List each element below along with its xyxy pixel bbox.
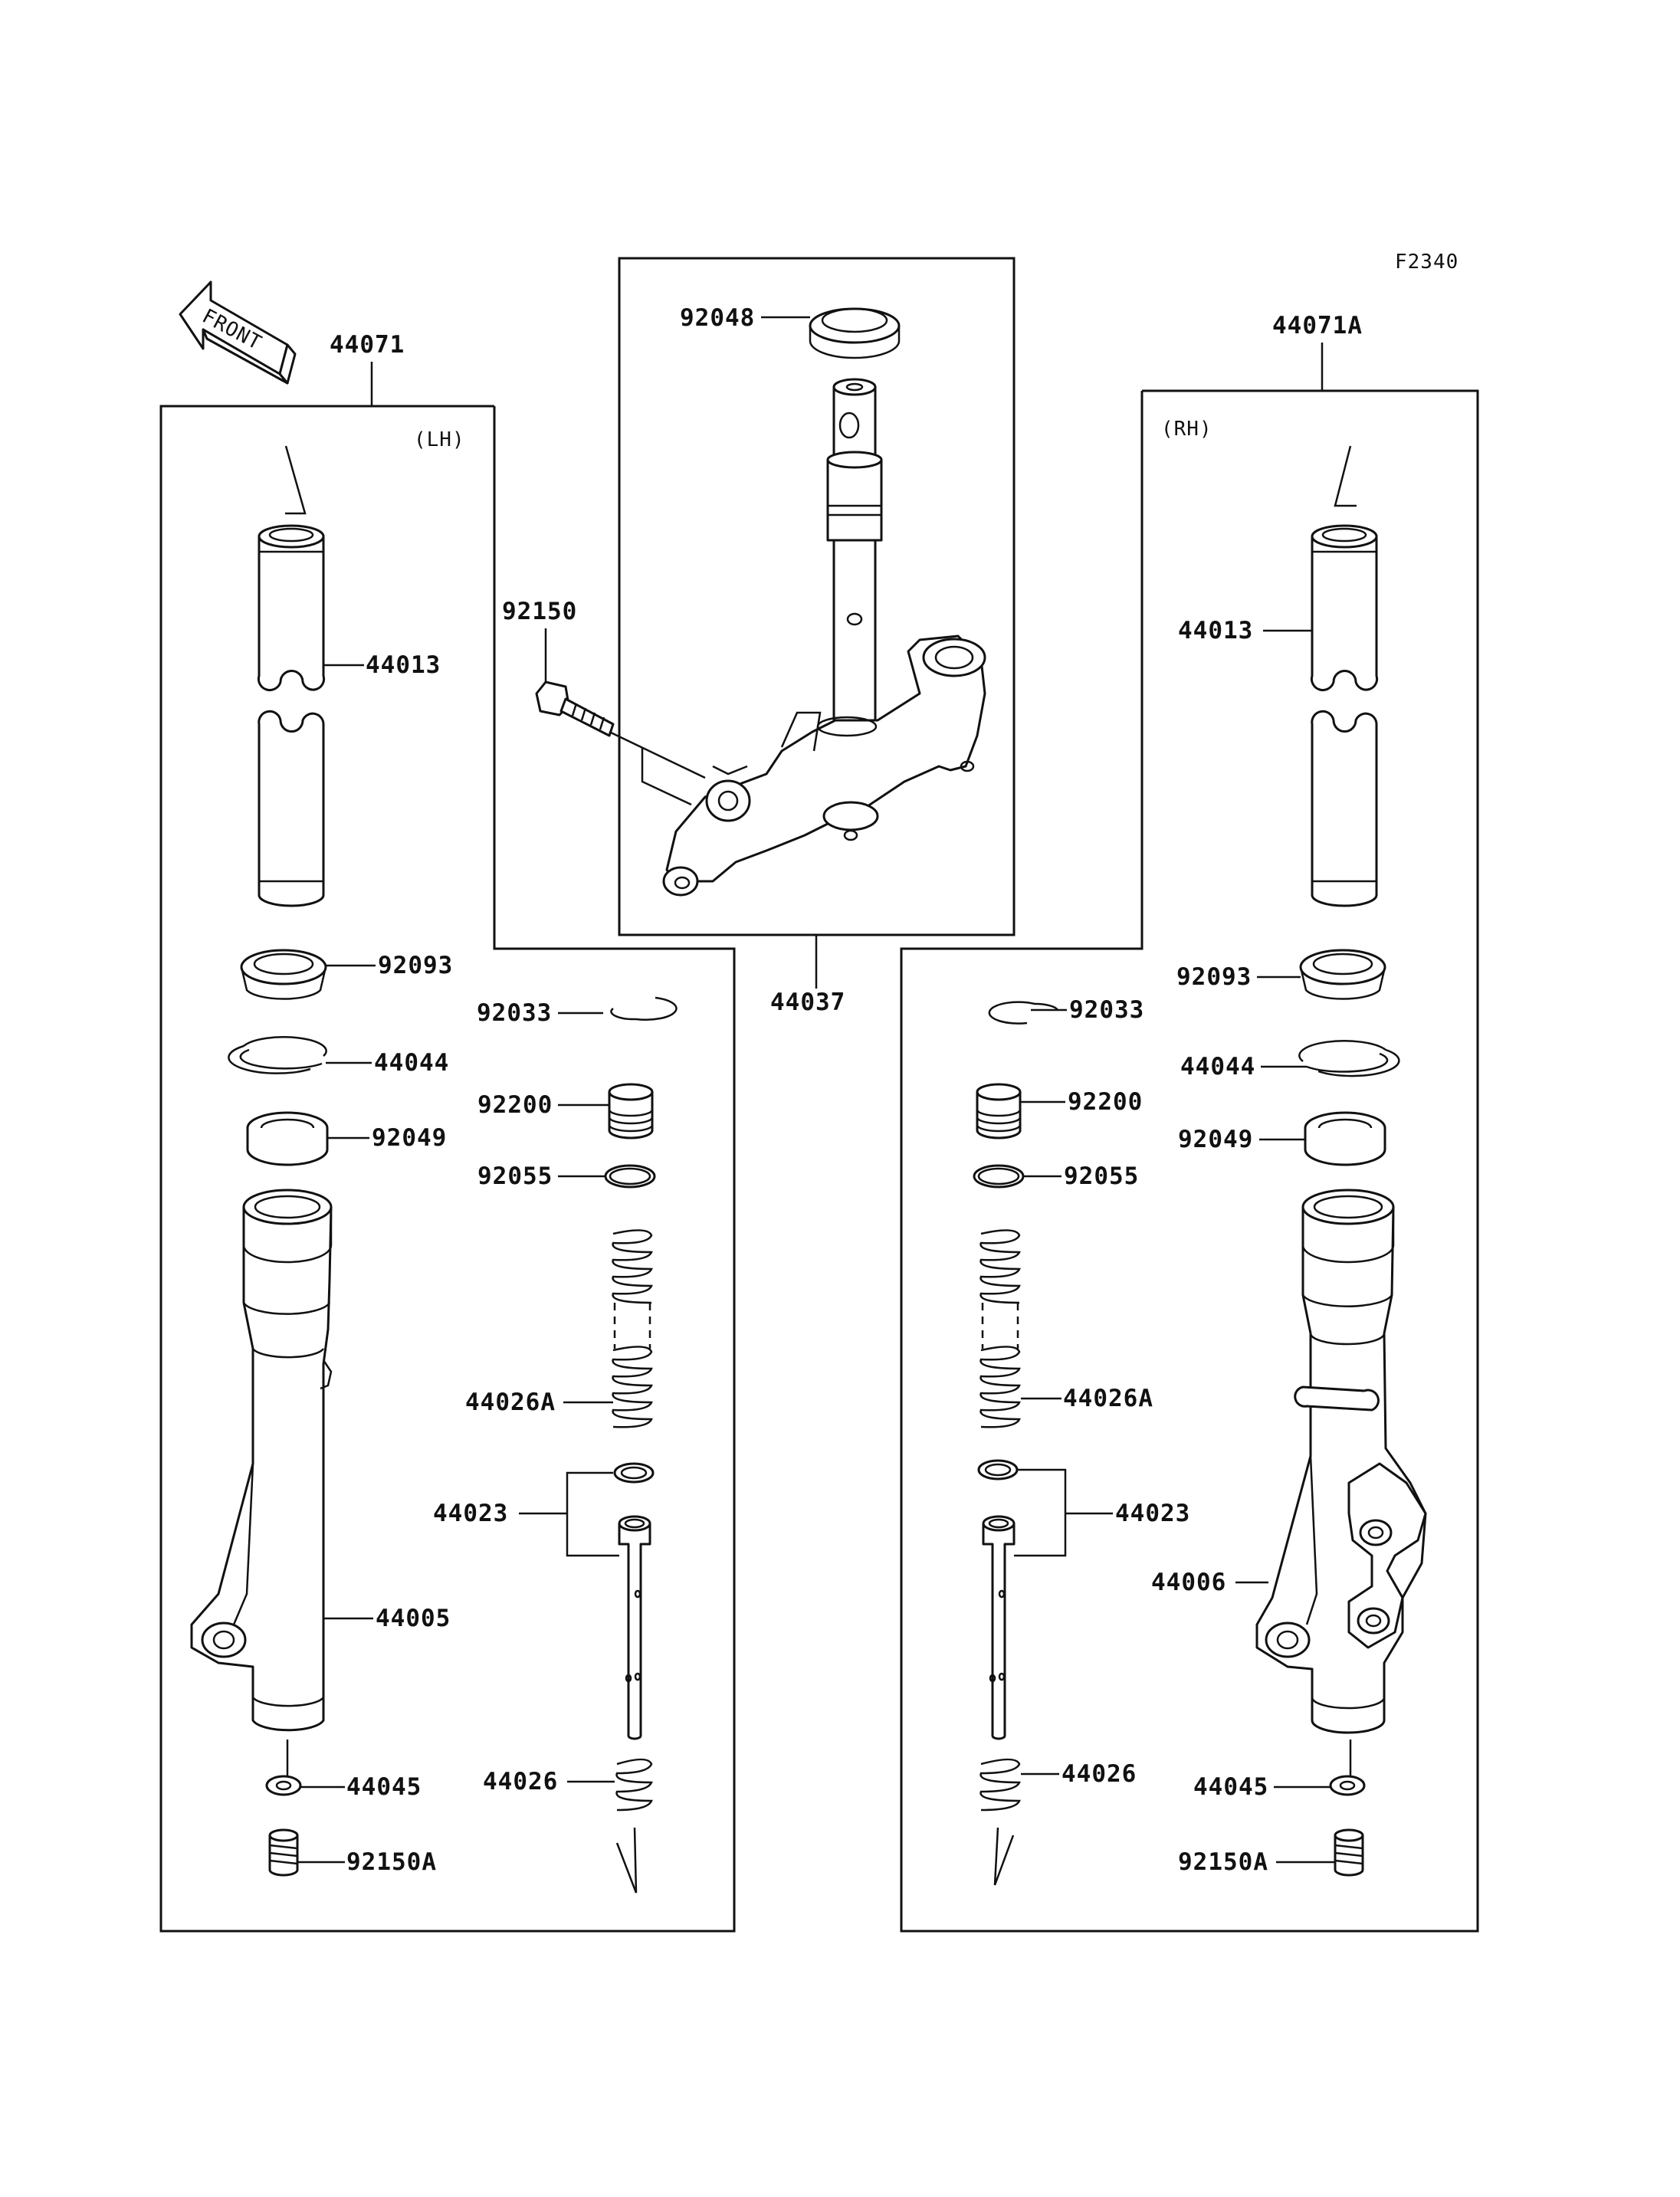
part-label-44026-rh: 44026 xyxy=(1061,1760,1137,1788)
part-label-44045-rh: 44045 xyxy=(1193,1773,1268,1801)
part-label-44023-lh: 44023 xyxy=(433,1500,508,1527)
bolt-92150A-lh xyxy=(268,1828,299,1877)
circlip-92033-lh xyxy=(610,996,678,1021)
washer-44045-lh xyxy=(265,1775,302,1796)
part-label-92033-lh: 92033 xyxy=(477,999,552,1027)
part-label-44013-lh: 44013 xyxy=(366,651,441,679)
part-label-92200-rh: 92200 xyxy=(1068,1088,1143,1116)
part-label-44071: 44071 xyxy=(330,331,405,359)
part-label-44037: 44037 xyxy=(770,989,845,1016)
part-label-92049-lh: 92049 xyxy=(372,1124,447,1152)
part-label-44045-lh: 44045 xyxy=(346,1773,422,1801)
part-label-92055-lh: 92055 xyxy=(477,1162,553,1190)
front-arrow-icon: FRONT xyxy=(179,280,297,385)
lh-group-frame xyxy=(159,405,736,1933)
part-label-44023-rh: 44023 xyxy=(1115,1500,1190,1527)
spring-44026-lh xyxy=(615,1758,653,1812)
spring-44026A-rh xyxy=(979,1229,1021,1428)
damper-rod-44023-lh xyxy=(613,1462,655,1740)
outer-tube-44006-rh xyxy=(1255,1189,1427,1734)
rh-side-label: (RH) xyxy=(1161,418,1212,441)
part-label-92093-rh: 92093 xyxy=(1176,963,1252,991)
damper-rod-44023-rh xyxy=(977,1459,1019,1740)
rh-group-frame xyxy=(900,389,1479,1933)
lh-side-label: (LH) xyxy=(414,428,465,451)
part-label-44006: 44006 xyxy=(1151,1569,1226,1596)
washer-44045-rh xyxy=(1329,1775,1366,1796)
part-label-44044-lh: 44044 xyxy=(374,1049,449,1077)
circlip-44044-lh xyxy=(228,1036,327,1074)
part-label-92049-rh: 92049 xyxy=(1178,1126,1253,1153)
cap-bolt-92200-lh xyxy=(608,1083,654,1139)
part-label-92093-lh: 92093 xyxy=(378,952,453,979)
part-label-44044-rh: 44044 xyxy=(1180,1053,1255,1080)
part-label-92200-lh: 92200 xyxy=(477,1091,553,1119)
part-label-92150A-lh: 92150A xyxy=(346,1848,437,1876)
part-label-44071A: 44071A xyxy=(1272,312,1363,339)
part-label-44013-rh: 44013 xyxy=(1178,617,1253,644)
part-label-44026A-lh: 44026A xyxy=(465,1389,556,1416)
oil-seal-92049-rh xyxy=(1304,1111,1386,1166)
bolt-92150 xyxy=(535,680,615,737)
oil-seal-92049-lh xyxy=(246,1111,329,1166)
part-label-44026-lh: 44026 xyxy=(483,1768,558,1795)
part-label-44026A-rh: 44026A xyxy=(1063,1385,1153,1412)
spring-44026-rh xyxy=(979,1758,1021,1812)
circlip-44044-rh xyxy=(1298,1040,1400,1077)
circlip-92033-rh xyxy=(988,1001,1059,1025)
part-label-44005: 44005 xyxy=(376,1605,451,1632)
figure-code: F2340 xyxy=(1395,251,1459,274)
inner-tube-44013-lh xyxy=(257,524,326,907)
spring-44026A-lh xyxy=(612,1229,653,1428)
bolt-92150A-rh xyxy=(1334,1828,1364,1877)
part-label-92150: 92150 xyxy=(502,598,577,625)
steering-stem-44037 xyxy=(662,378,986,897)
inner-tube-44013-rh xyxy=(1310,524,1379,907)
part-label-92048: 92048 xyxy=(680,304,755,332)
cap-bolt-92200-rh xyxy=(976,1083,1022,1139)
part-label-92033-rh: 92033 xyxy=(1069,996,1144,1024)
part-label-92055-rh: 92055 xyxy=(1064,1162,1139,1190)
part-label-92150A-rh: 92150A xyxy=(1178,1848,1268,1876)
dust-seal-92093-rh xyxy=(1299,949,1386,1000)
outer-tube-44005-lh xyxy=(190,1189,333,1732)
dust-seal-92093-lh xyxy=(240,949,327,1000)
oil-seal-92048 xyxy=(809,307,901,359)
